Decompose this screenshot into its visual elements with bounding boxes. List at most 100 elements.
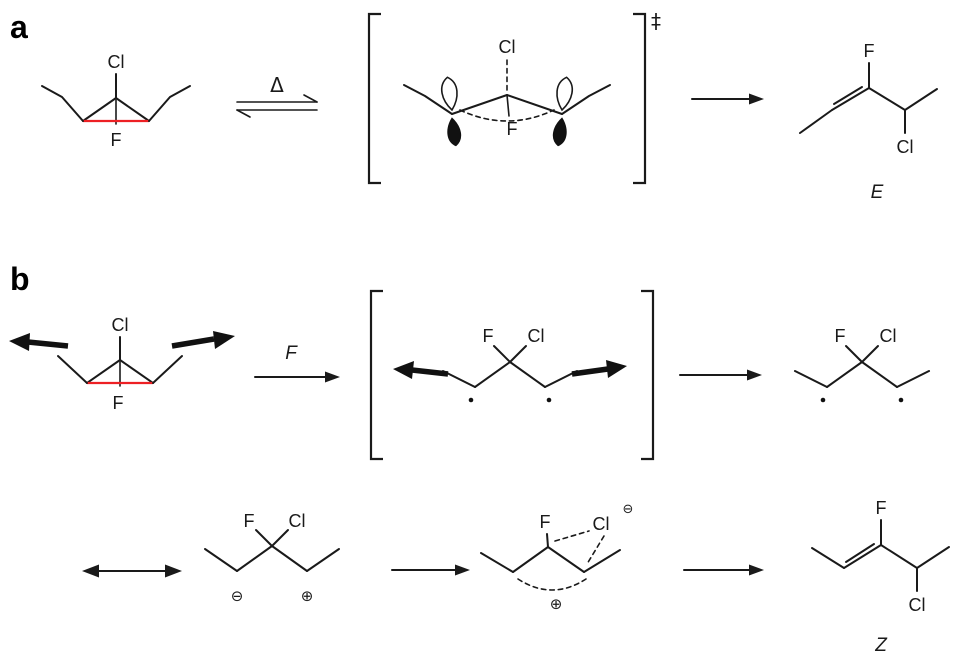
bond-c-cl	[861, 345, 879, 363]
ring-bond	[86, 359, 121, 384]
bracket-right	[641, 289, 655, 461]
bond-c-f	[845, 345, 863, 363]
charge-minus: ⊖	[623, 502, 634, 517]
methyl-bond	[916, 546, 950, 569]
harpoon-reverse-barb	[236, 109, 251, 118]
reactant-cyclopropane-a: Cl F	[41, 52, 191, 150]
arrow-head	[455, 564, 470, 576]
atom-label-cl: Cl	[108, 52, 125, 72]
bond-c-f	[255, 529, 273, 547]
partial-bond-c-cl	[554, 530, 590, 542]
stereo-label-e: E	[871, 182, 884, 203]
bracket-left	[367, 12, 381, 185]
partial-bond-arc	[459, 109, 555, 122]
arrow-head-right	[165, 564, 182, 578]
zwitterion-intermediate: F Cl ⊖ ⊕	[204, 511, 340, 605]
methyl-bond	[561, 84, 611, 115]
bond	[861, 361, 898, 388]
bond-c-f	[506, 94, 510, 117]
arrow-head	[325, 371, 340, 383]
charge-plus: ⊕	[301, 587, 314, 605]
panel-b: b Cl F F	[9, 261, 950, 656]
reaction-arrow-b3	[683, 564, 764, 576]
reaction-arrow-b1	[679, 369, 762, 381]
atom-label-cl: Cl	[897, 137, 914, 157]
double-bond-line	[845, 543, 875, 563]
reactant-cyclopropane-b: Cl F	[9, 315, 235, 413]
transition-state-a: Cl F	[403, 37, 611, 147]
atom-label-f: F	[507, 119, 518, 139]
bold-arrow-head	[606, 360, 627, 378]
harpoon-forward-barb	[303, 94, 318, 103]
ring-bond	[82, 97, 117, 122]
partial-bond-cl-c	[586, 535, 605, 565]
product-z: F Cl Z	[811, 498, 950, 656]
atom-label-f: F	[540, 512, 551, 532]
methyl-bond	[583, 549, 621, 573]
bond	[826, 361, 863, 388]
double-bond-line	[843, 544, 882, 569]
bond	[547, 546, 585, 573]
charge-plus: ⊕	[550, 595, 563, 613]
double-bond-line	[833, 86, 863, 105]
reaction-arrow-b2	[391, 564, 470, 576]
methyl-bond	[306, 548, 340, 572]
diradical-intermediate: F Cl	[794, 326, 930, 403]
bond	[868, 87, 906, 111]
methyl-bond	[896, 370, 930, 388]
p-orbital-lobe-top	[440, 76, 458, 112]
atom-label-f: F	[835, 326, 846, 346]
atom-label-f: F	[244, 511, 255, 531]
bond	[236, 545, 273, 572]
product-e: F Cl E	[799, 41, 938, 203]
atom-label-f: F	[113, 393, 124, 413]
bond	[512, 546, 549, 573]
bond	[271, 545, 308, 572]
charge-minus: ⊖	[231, 587, 244, 605]
atom-label-f: F	[483, 326, 494, 346]
bond	[880, 544, 918, 569]
radical-dot	[898, 397, 904, 403]
bold-arrow-head	[9, 333, 30, 351]
bold-arrow-shaft	[571, 366, 609, 377]
p-orbital-lobe-top	[556, 76, 574, 112]
atom-label-cl: Cl	[528, 326, 545, 346]
p-orbital-lobe-bottom	[447, 117, 462, 147]
arrow-head	[749, 564, 764, 576]
cyclization-transition-state: F Cl ⊖ ⊕	[480, 502, 634, 613]
atom-label-f: F	[876, 498, 887, 518]
bold-arrow-shaft	[27, 339, 69, 349]
radical-dot	[546, 397, 552, 403]
panel-b-label: b	[10, 261, 30, 297]
methyl-bond	[811, 547, 845, 569]
rotation-arrow-right	[571, 360, 627, 378]
methyl-bond	[480, 552, 514, 573]
methyl-bond	[204, 548, 238, 572]
condition-arrow-b: F	[254, 343, 340, 383]
radical-dot	[820, 397, 826, 403]
stereo-label-z: Z	[874, 635, 888, 656]
bond-c-f	[546, 533, 549, 548]
bond-c-cl	[509, 345, 527, 363]
arrow-head	[747, 369, 762, 381]
atom-label-cl: Cl	[909, 595, 926, 615]
arrow-head	[749, 93, 764, 105]
p-orbital-lobe-bottom	[552, 117, 567, 147]
condition-delta: Δ	[270, 73, 284, 97]
bond-c-cl	[271, 529, 289, 547]
bold-arrow-head	[393, 361, 414, 379]
rotation-arrow-left	[393, 361, 449, 379]
atom-label-f: F	[111, 130, 122, 150]
methyl-bond	[152, 355, 183, 384]
atom-label-cl: Cl	[593, 514, 610, 534]
methyl-bond	[442, 370, 476, 388]
methyl-bond	[794, 370, 828, 388]
panel-a: a Cl F Δ ‡ Cl	[10, 9, 938, 203]
arrow-head-left	[82, 564, 99, 578]
radical-dot	[468, 397, 474, 403]
bracket-right	[633, 12, 647, 185]
bond	[451, 94, 508, 115]
atom-label-cl: Cl	[880, 326, 897, 346]
bold-arrow-head	[213, 331, 235, 349]
double-dagger-symbol: ‡	[651, 9, 661, 33]
